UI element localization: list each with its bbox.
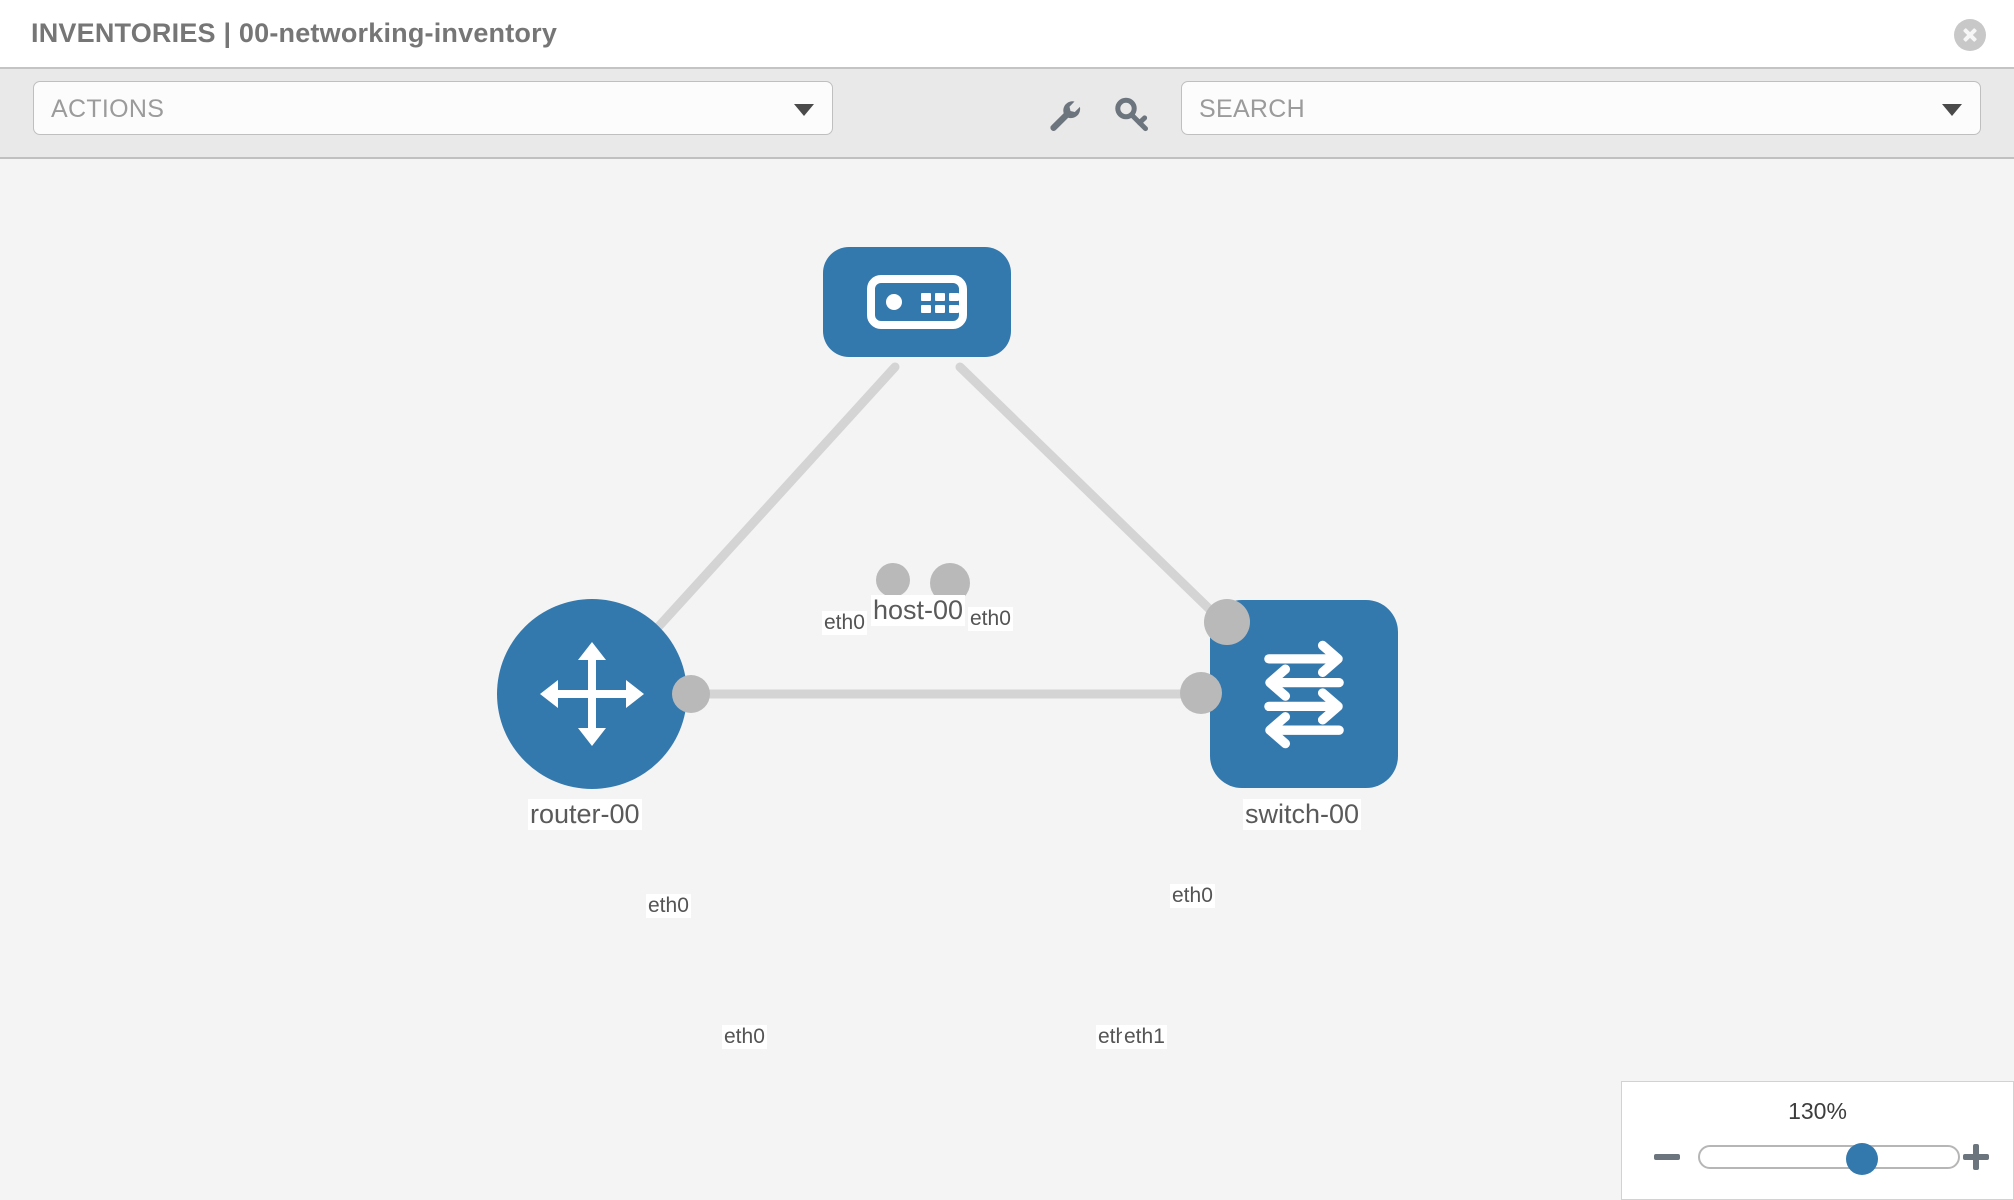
zoom-slider-thumb[interactable] xyxy=(1846,1143,1878,1175)
link-host-switch xyxy=(955,362,1237,636)
port-label-host-right: eth0 xyxy=(968,607,1013,632)
switch-arrows-icon xyxy=(1264,640,1344,749)
port-nub-switch-mid-left xyxy=(1180,672,1222,714)
router-arrows-icon xyxy=(540,642,644,746)
port-nub-switch-top-left xyxy=(1204,599,1250,645)
node-router-00-label: router-00 xyxy=(528,799,642,831)
topology-links xyxy=(635,362,1237,699)
plus-icon-vertical xyxy=(1973,1144,1979,1170)
port-nub-router-right xyxy=(672,675,710,713)
port-nub-host-left xyxy=(876,563,910,597)
port-label-host-left: eth0 xyxy=(822,611,867,636)
server-appliance-icon xyxy=(867,275,967,329)
page-title: INVENTORIES | 00-networking-inventory xyxy=(31,18,558,48)
chevron-down-icon xyxy=(1942,104,1962,116)
node-host-00[interactable] xyxy=(823,247,1011,357)
port-label-switch-left-b: eth1 xyxy=(1122,1025,1167,1050)
link-host-router xyxy=(635,362,900,652)
port-label-switch-up: eth0 xyxy=(1170,884,1215,909)
node-router-00[interactable] xyxy=(497,599,687,789)
actions-dropdown[interactable]: ACTIONS xyxy=(33,81,833,135)
search-input[interactable]: SEARCH xyxy=(1181,81,1981,135)
node-switch-00-label: switch-00 xyxy=(1243,799,1362,831)
zoom-out-button[interactable] xyxy=(1652,1142,1682,1172)
zoom-slider[interactable] xyxy=(1698,1143,1960,1175)
search-input-placeholder: SEARCH xyxy=(1199,95,1305,123)
zoom-level-value: 130% xyxy=(1788,1098,1847,1124)
zoom-control-panel[interactable]: 130% xyxy=(1621,1081,2014,1200)
node-host-00-shape xyxy=(823,247,1011,357)
minus-icon xyxy=(1654,1154,1680,1160)
window-titlebar: INVENTORIES | 00-networking-inventory xyxy=(0,0,2014,69)
zoom-slider-row xyxy=(1622,1134,2013,1180)
node-host-00-label: host-00 xyxy=(871,595,966,627)
close-icon[interactable] xyxy=(1954,19,1986,51)
actions-dropdown-label: ACTIONS xyxy=(51,95,165,123)
port-label-router-right: eth0 xyxy=(722,1025,767,1050)
key-icon[interactable] xyxy=(1112,95,1152,135)
port-label-router-up: eth0 xyxy=(646,894,691,919)
topology-canvas[interactable]: host-00 eth0 eth0 router-00 eth0 eth0 xyxy=(0,159,2014,1200)
chevron-down-icon xyxy=(794,104,814,116)
wrench-icon[interactable] xyxy=(1044,95,1084,135)
zoom-in-button[interactable] xyxy=(1961,1142,1991,1172)
